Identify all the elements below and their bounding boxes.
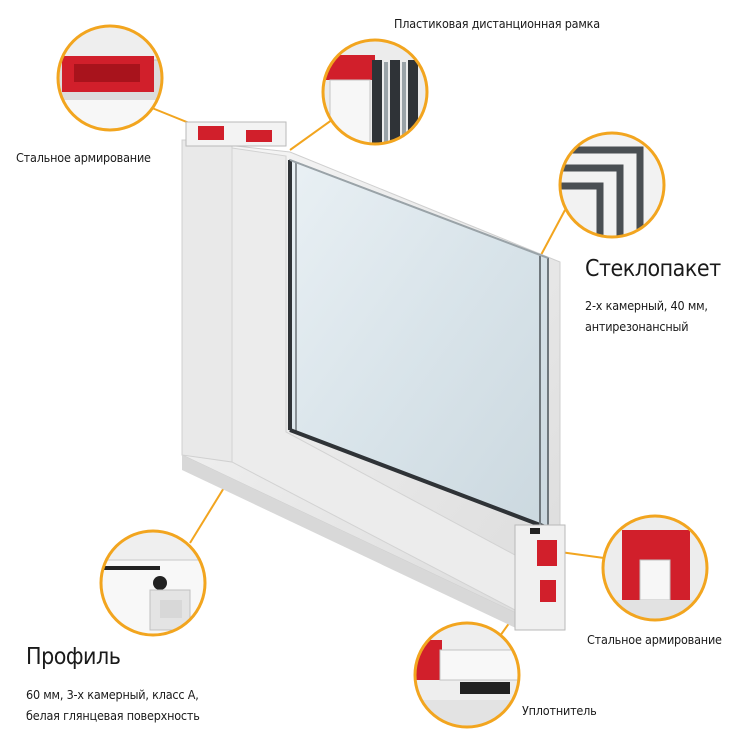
label-glass-unit-desc-1: 2-х камерный, 40 мм, [585,298,708,313]
leader-line-spacer [289,116,337,151]
glass-layers-icon [560,146,644,237]
label-glass-unit-title: Стеклопакет [585,256,721,282]
profile-seal-icon [101,566,160,570]
callout-seal [413,621,521,729]
callout-steel-reinforcement-top [56,24,164,132]
leader-line-steel-bottom [559,551,605,559]
label-steel-reinforcement-top: Стальное армирование [16,150,151,165]
callout-glass-unit [558,131,666,239]
label-profile-desc-2: белая глянцевая поверхность [26,708,200,723]
label-profile-desc-1: 60 мм, 3-х камерный, класс А, [26,687,199,702]
glass-edge-line [289,428,549,530]
seal-bottom [530,528,540,534]
seal-detail-icon [460,682,510,694]
reinforcement-top-right [246,130,272,142]
reinforcement-top-left [198,126,224,140]
leader-line-glass-unit [540,209,566,256]
glass-edge-line [289,159,549,259]
frame-left-depth [181,139,233,463]
label-glass-unit-desc-2: антирезонансный [585,319,689,334]
window-frame [181,121,566,631]
callout-profile [99,529,207,637]
label-steel-reinforcement-bottom: Стальное армирование [587,632,722,647]
label-seal: Уплотнитель [522,703,597,718]
reinforcement-bottom [537,540,557,566]
reinforcement-detail-icon [622,530,690,600]
spacer-detail-icon [372,60,382,144]
reinforcement-bottom-2 [540,580,556,602]
label-profile-title: Профиль [26,644,121,670]
callout-steel-reinforcement-bottom [601,514,709,622]
label-spacer-frame: Пластиковая дистанционная рамка [394,16,600,31]
frame-bottom-face [182,455,520,630]
callout-spacer-frame [321,38,429,146]
